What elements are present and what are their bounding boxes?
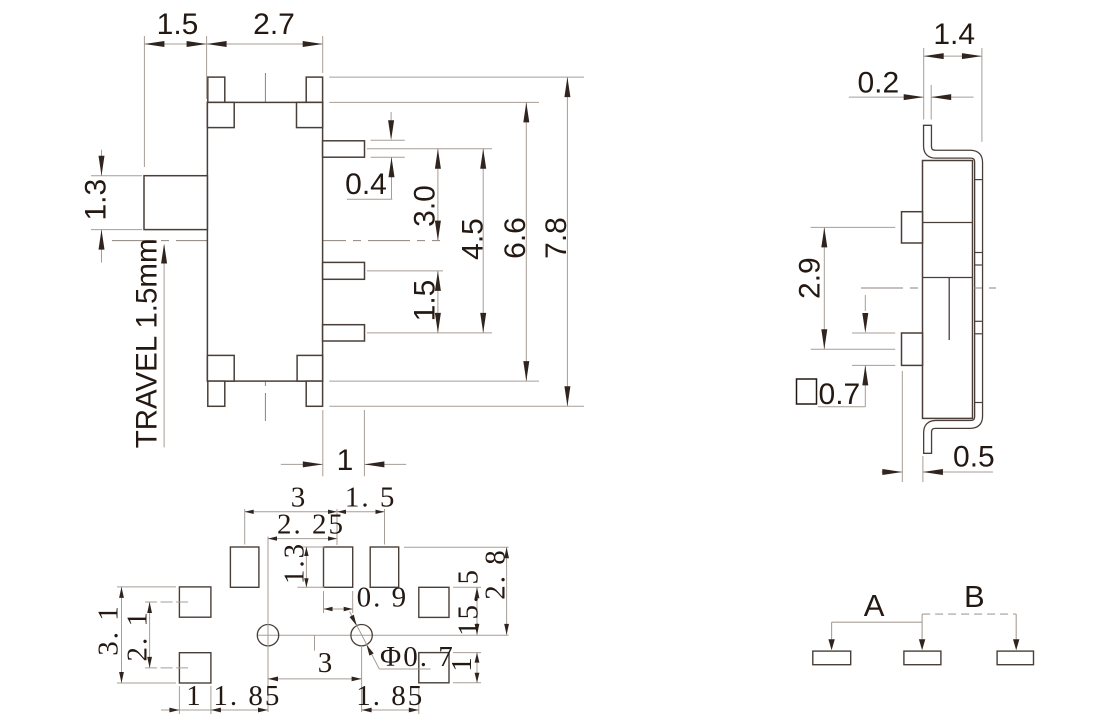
svg-text:A: A [864, 588, 885, 623]
svg-text:3: 3 [318, 647, 335, 679]
svg-text:TRAVEL 1.5mm: TRAVEL 1.5mm [131, 238, 164, 448]
svg-text:3. 1: 3. 1 [93, 604, 125, 656]
svg-text:2.7: 2.7 [253, 8, 295, 41]
svg-text:1. 85: 1. 85 [213, 680, 281, 712]
svg-text:1: 1 [186, 680, 203, 712]
svg-text:1. 5: 1. 5 [345, 482, 397, 514]
svg-text:2. 25: 2. 25 [277, 509, 345, 541]
svg-text:0.2: 0.2 [857, 66, 899, 99]
svg-text:1.3: 1.3 [80, 179, 113, 221]
svg-text:B: B [964, 579, 985, 614]
svg-text:Φ0. 7: Φ0. 7 [380, 641, 455, 673]
svg-text:1: 1 [337, 444, 354, 477]
svg-text:3: 3 [291, 482, 308, 514]
svg-text:1.3: 1.3 [279, 542, 311, 584]
svg-text:7.8: 7.8 [540, 217, 573, 259]
svg-text:2.9: 2.9 [794, 257, 827, 299]
svg-text:0.5: 0.5 [953, 441, 995, 474]
svg-text:0.7: 0.7 [819, 378, 861, 411]
svg-text:1.4: 1.4 [933, 18, 975, 51]
svg-text:1.5: 1.5 [157, 8, 199, 41]
svg-text:15. 5: 15. 5 [453, 568, 485, 636]
svg-text:6.6: 6.6 [499, 217, 532, 259]
svg-text:0. 9: 0. 9 [357, 582, 409, 614]
svg-text:4.5: 4.5 [457, 218, 490, 260]
svg-text:1. 85: 1. 85 [356, 680, 424, 712]
svg-text:3.0: 3.0 [409, 185, 442, 227]
svg-text:2. 1: 2. 1 [122, 610, 154, 662]
svg-text:0.4: 0.4 [345, 168, 387, 201]
svg-text:1: 1 [446, 655, 478, 672]
svg-text:2. 8: 2. 8 [479, 548, 511, 600]
svg-text:1.5: 1.5 [409, 280, 442, 322]
